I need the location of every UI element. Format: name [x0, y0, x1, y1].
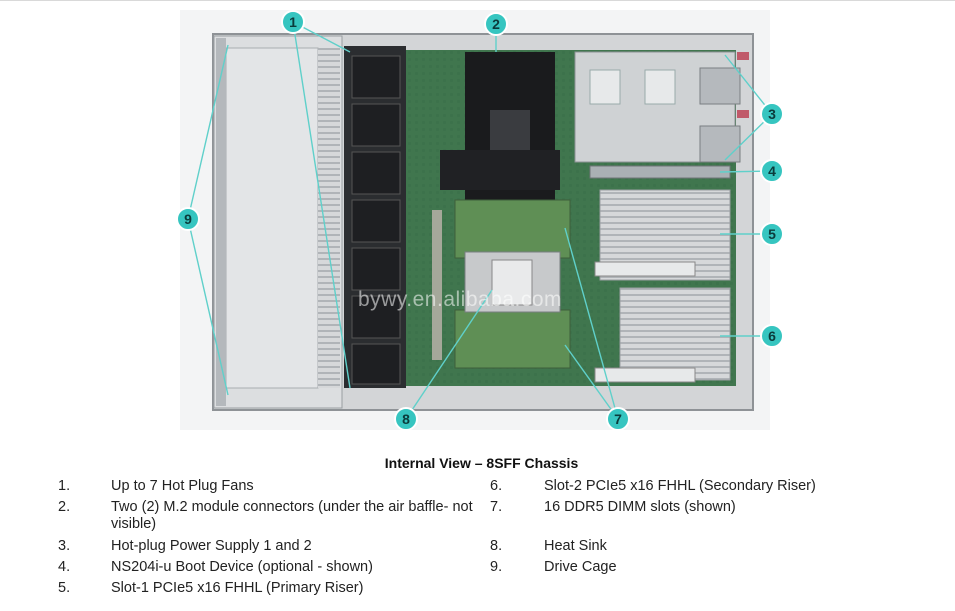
callout-8: 8	[394, 407, 418, 431]
legend-item: 2. Two (2) M.2 module connectors (under …	[58, 499, 498, 538]
legend-text: NS204i-u Boot Device (optional - shown)	[111, 559, 373, 575]
callout-1: 1	[281, 10, 305, 34]
legend-text: Two (2) M.2 module connectors (under the…	[111, 499, 473, 532]
legend-number: 2.	[58, 499, 71, 515]
legend-text: Slot-1 PCIe5 x16 FHHL (Primary Riser)	[111, 580, 364, 596]
legend-item: 5. Slot-1 PCIe5 x16 FHHL (Primary Riser)	[58, 580, 498, 601]
callout-2: 2	[484, 12, 508, 36]
legend-number: 7.	[490, 499, 503, 515]
legend-text: Drive Cage	[544, 559, 617, 575]
drive-cage	[213, 35, 343, 409]
primary-riser	[594, 189, 731, 281]
svg-text:1: 1	[289, 14, 297, 30]
legend-right-column: 6. Slot-2 PCIe5 x16 FHHL (Secondary Rise…	[490, 478, 930, 580]
legend-text: Up to 7 Hot Plug Fans	[111, 478, 254, 494]
boot-device	[589, 165, 731, 179]
legend-item: 6. Slot-2 PCIe5 x16 FHHL (Secondary Rise…	[490, 478, 930, 499]
callout-3: 3	[760, 102, 784, 126]
svg-text:5: 5	[768, 226, 776, 242]
legend-number: 4.	[58, 559, 71, 575]
callout-5: 5	[760, 222, 784, 246]
legend-item: 8. Heat Sink	[490, 538, 930, 559]
legend-number: 1.	[58, 478, 71, 494]
callout-4: 4	[760, 159, 784, 183]
heat-sink	[432, 210, 561, 360]
legend-number: 8.	[490, 538, 503, 554]
svg-text:2: 2	[492, 16, 500, 32]
air-baffle	[440, 52, 560, 202]
figure-caption: Internal View – 8SFF Chassis	[384, 455, 579, 471]
legend-number: 3.	[58, 538, 71, 554]
watermark: bywy.en.alibaba.com	[358, 288, 563, 311]
legend-text: Heat Sink	[544, 538, 607, 554]
legend-item: 9. Drive Cage	[490, 559, 930, 580]
svg-text:8: 8	[402, 411, 410, 427]
legend-item: 3. Hot-plug Power Supply 1 and 2	[58, 538, 498, 559]
legend-number: 9.	[490, 559, 503, 575]
svg-text:4: 4	[768, 163, 776, 179]
callout-6: 6	[760, 324, 784, 348]
legend-number: 5.	[58, 580, 71, 596]
callout-7: 7	[606, 407, 630, 431]
legend-text: Hot-plug Power Supply 1 and 2	[111, 538, 312, 554]
legend-text: Slot-2 PCIe5 x16 FHHL (Secondary Riser)	[544, 478, 816, 494]
top-divider	[0, 0, 955, 1]
svg-text:3: 3	[768, 106, 776, 122]
power-supplies	[574, 51, 749, 163]
svg-text:6: 6	[768, 328, 776, 344]
secondary-riser	[594, 287, 731, 383]
legend-item: 1. Up to 7 Hot Plug Fans	[58, 478, 498, 499]
legend-left-column: 1. Up to 7 Hot Plug Fans 2. Two (2) M.2 …	[58, 478, 498, 601]
legend-item: 4. NS204i-u Boot Device (optional - show…	[58, 559, 498, 580]
callout-9: 9	[176, 207, 200, 231]
svg-text:7: 7	[614, 411, 622, 427]
legend-item: 7. 16 DDR5 DIMM slots (shown)	[490, 499, 930, 538]
svg-text:9: 9	[184, 211, 192, 227]
server-internal-view-diagram: 1 2 3 4 5 6 7 8 9	[176, 10, 784, 431]
fan-wall	[344, 46, 406, 388]
legend-number: 6.	[490, 478, 503, 494]
legend-text: 16 DDR5 DIMM slots (shown)	[544, 499, 736, 515]
